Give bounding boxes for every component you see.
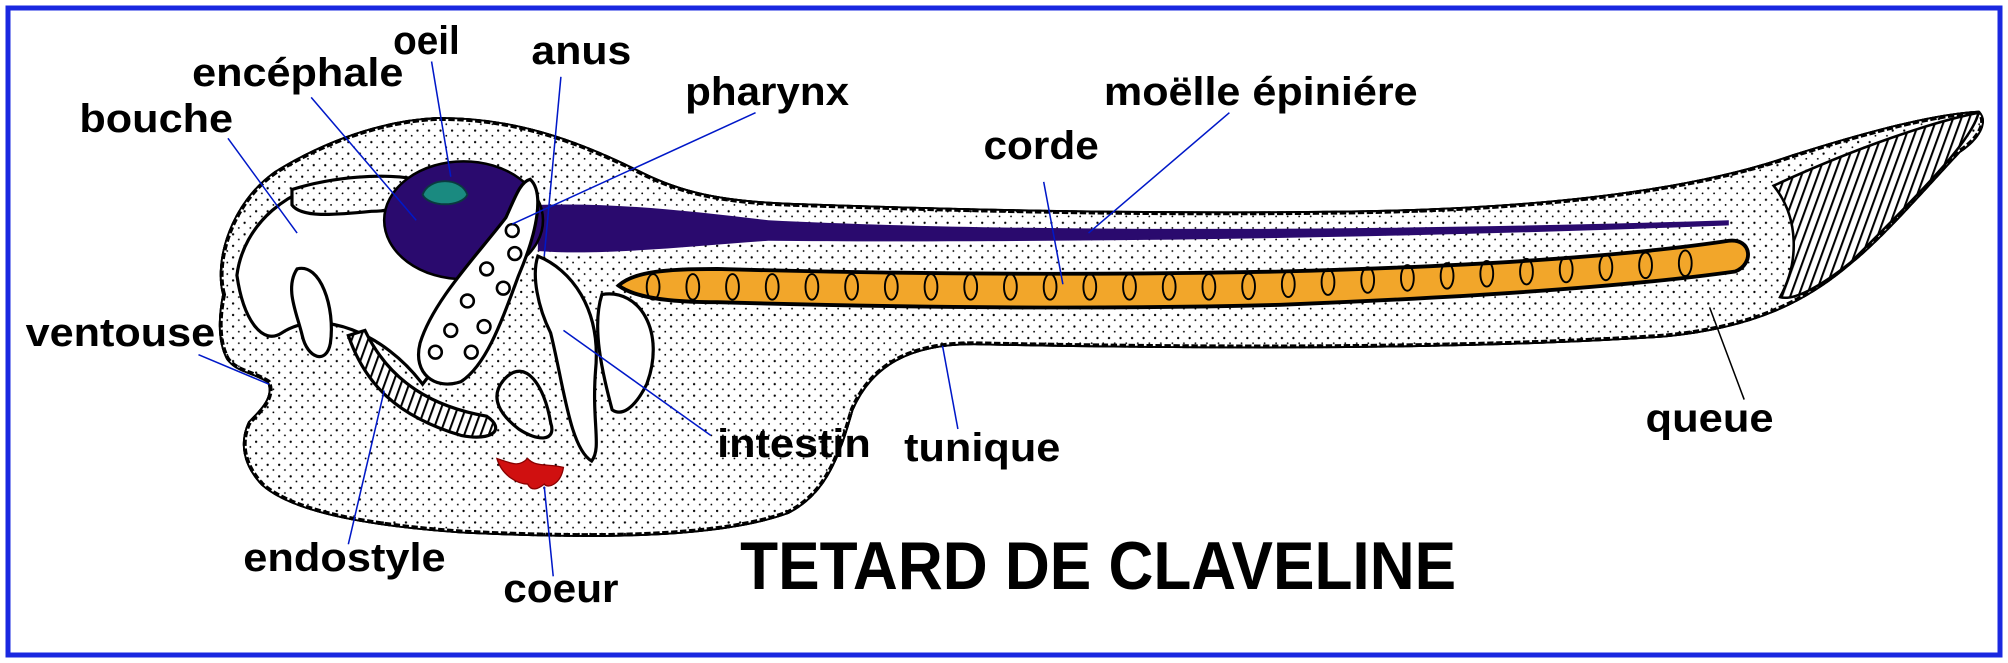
- tadpole-body: [221, 113, 1982, 535]
- notochord-segment: [645, 273, 661, 301]
- notochord-segment: [1400, 264, 1415, 292]
- notochord-segment: [923, 273, 939, 301]
- stomach-cavity: [596, 292, 655, 414]
- ventouse-lobe: [289, 266, 333, 359]
- pharynx: [417, 177, 540, 386]
- notochord-segment: [1082, 273, 1098, 301]
- label-intestin: intestin: [717, 422, 871, 466]
- notochord-segment: [1677, 249, 1693, 277]
- notochord-segment: [1122, 273, 1137, 301]
- notochord-segment: [963, 273, 979, 301]
- notochord-segment: [725, 273, 740, 301]
- notochord-segment: [844, 273, 859, 301]
- notochord-segment: [1042, 273, 1058, 301]
- notochord-segment: [1360, 266, 1376, 294]
- notochord-segment: [1320, 268, 1336, 296]
- notochord-segment: [1479, 259, 1495, 288]
- notochord-segment: [1161, 273, 1177, 301]
- spinal-cord: [537, 204, 1729, 253]
- label-corde: corde: [984, 124, 1099, 168]
- label-bouche: bouche: [79, 97, 233, 141]
- label-moelle-epiniere: moëlle épiniére: [1104, 70, 1418, 114]
- notochord-segment: [1638, 251, 1653, 280]
- tail-fin: [1771, 111, 1981, 300]
- notochord-segment: [1439, 262, 1455, 290]
- notochord-segment: [685, 273, 701, 301]
- notochord-segment: [764, 273, 780, 301]
- label-anus: anus: [531, 29, 631, 73]
- label-oeil: oeil: [393, 19, 460, 63]
- intestin-loop: [533, 254, 598, 464]
- notochord-segment: [1241, 272, 1256, 301]
- leader-lines: [198, 61, 1745, 577]
- corde-notochord: [615, 238, 1750, 310]
- notochord-segment: [804, 273, 820, 301]
- atrial-cavity: [495, 369, 554, 440]
- notochord-segment: [1280, 270, 1296, 299]
- label-queue: queue: [1646, 397, 1774, 441]
- coeur-heart: [495, 457, 565, 490]
- notochord-segment: [1558, 255, 1574, 284]
- eye: [421, 180, 469, 206]
- notochord-segment: [1003, 273, 1018, 301]
- label-ventouse: ventouse: [26, 311, 216, 355]
- notochord-segment: [1598, 253, 1614, 282]
- notochord-segment: [1519, 257, 1534, 286]
- label-endostyle: endostyle: [243, 536, 445, 580]
- notochord-segment: [1201, 273, 1217, 301]
- label-tunique: tunique: [904, 426, 1060, 470]
- notochord-segment: [883, 273, 899, 301]
- endostyle: [346, 328, 498, 439]
- label-coeur: coeur: [503, 567, 618, 611]
- diagram-title: TETARD DE CLAVELINE: [740, 529, 1456, 604]
- label-encephale: encéphale: [192, 51, 403, 95]
- label-pharynx: pharynx: [685, 70, 849, 114]
